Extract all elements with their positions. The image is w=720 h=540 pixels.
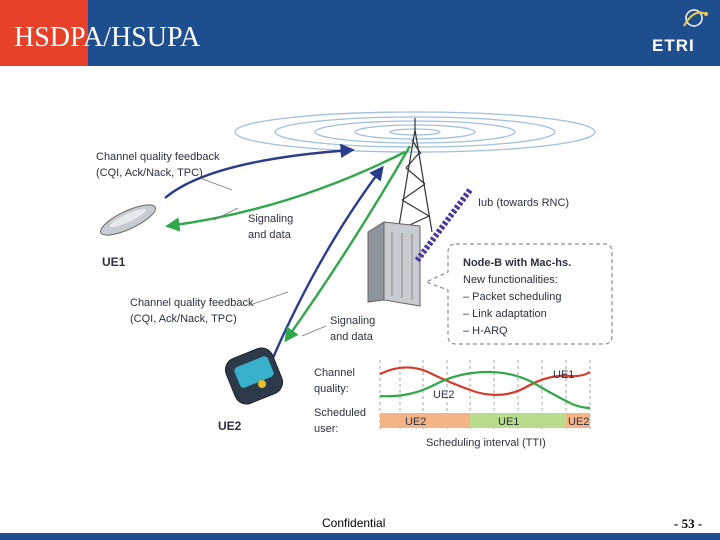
footer-bar	[0, 533, 720, 540]
ue1-feedback-label-2: (CQI, Ack/Nack, TPC)	[96, 167, 203, 179]
nodeb-title: Node-B with Mac-hs.	[463, 257, 571, 269]
ue1-feedback-arrow	[164, 143, 355, 199]
etri-logo-text: ETRI	[652, 36, 695, 55]
channel-quality-label-1: Channel	[314, 367, 355, 379]
iub-link	[413, 188, 473, 264]
sched-slot-ue2-b	[566, 413, 590, 428]
ue1-signaling-label-2: and data	[248, 229, 292, 241]
pda-icon	[224, 347, 284, 405]
channel-quality-label-2: quality:	[314, 383, 349, 395]
nodeb-line-1: New functionalities:	[463, 274, 558, 286]
ue1-signaling-label-1: Signaling	[248, 213, 293, 225]
curve-label-ue2: UE2	[433, 389, 454, 401]
ue2-quality-curve	[379, 366, 591, 397]
ue1-label: UE1	[102, 255, 126, 269]
ue2-feedback-label-1: Channel quality feedback	[130, 297, 254, 309]
iub-label: Iub (towards RNC)	[478, 197, 569, 209]
slide-title: HSDPA/HSUPA	[14, 22, 201, 53]
cabinet-icon	[367, 221, 421, 307]
ue1-feedback-label-1: Channel quality feedback	[96, 151, 220, 163]
curve-label-ue1: UE1	[553, 369, 574, 381]
phone-icon	[100, 204, 156, 236]
etri-logo-icon	[683, 9, 708, 27]
nodeb-line-3: – Link adaptation	[463, 308, 547, 320]
header-accent	[0, 0, 88, 66]
nodeb-callout	[424, 243, 613, 345]
ue2-feedback-arrow	[270, 165, 384, 361]
ue2-signaling-label-2: and data	[330, 331, 374, 343]
sched-slot-label-1: UE2	[405, 416, 426, 428]
sched-slot-label-2: UE1	[498, 416, 519, 428]
nodeb-line-4: – H-ARQ	[463, 325, 508, 337]
sched-slot-ue1	[470, 413, 566, 428]
slide-header	[0, 0, 720, 66]
confidential-label: Confidential	[322, 516, 386, 530]
antenna-tower-icon	[397, 118, 433, 233]
sched-slot-ue2-a	[380, 413, 470, 428]
scheduled-user-label-1: Scheduled	[314, 407, 366, 419]
ue2-feedback-label-2: (CQI, Ack/Nack, TPC)	[130, 313, 237, 325]
sched-slot-label-3: UE2	[568, 416, 589, 428]
page-number: - 53 -	[674, 516, 703, 531]
ue2-signaling-arrow	[284, 145, 412, 343]
ue2-label: UE2	[218, 419, 242, 433]
ue2-signaling-label-1: Signaling	[330, 315, 375, 327]
nodeb-line-2: – Packet scheduling	[463, 291, 561, 303]
scheduled-user-label-2: user:	[314, 423, 338, 435]
ue1-quality-curve	[379, 370, 591, 410]
scheduling-interval-label: Scheduling interval (TTI)	[426, 437, 546, 449]
